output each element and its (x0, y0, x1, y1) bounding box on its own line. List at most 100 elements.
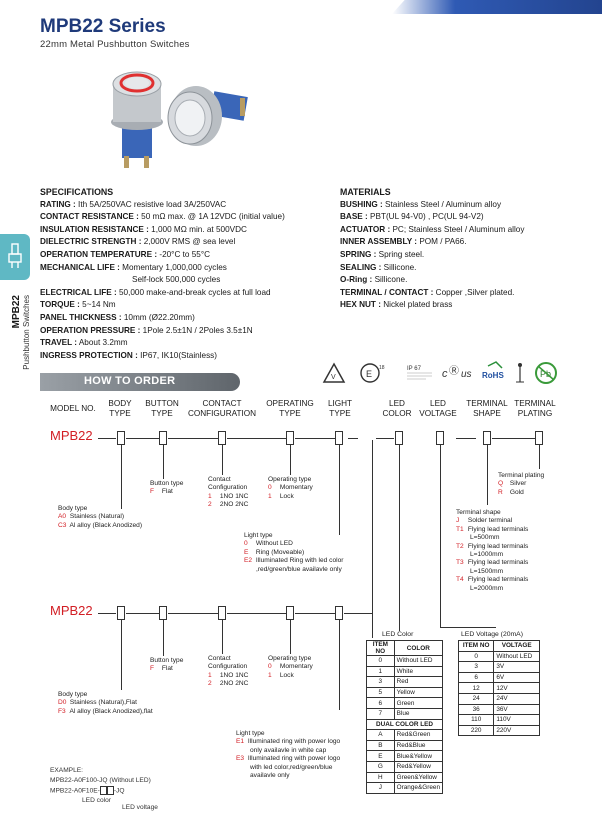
separator (168, 613, 218, 614)
specifications-label: RATING : (40, 199, 76, 209)
specifications-row: ELECTRICAL LIFE : 50,000 make-and-break … (40, 287, 340, 300)
body-type-box[interactable] (117, 431, 125, 445)
specifications-row: CONTACT RESISTANCE : 50 mΩ max. @ 1A 12V… (40, 211, 340, 224)
led-voltage-cell: 3 (457, 661, 495, 673)
pushbutton-icon (8, 243, 22, 268)
leader-line (121, 620, 122, 690)
operating-type-box-2[interactable] (286, 606, 294, 620)
product-photo (111, 71, 248, 168)
contact-config-box-2[interactable] (218, 606, 226, 620)
specifications-row: RATING : Ith 5A/250VAC resistive load 3A… (40, 199, 340, 212)
leader-line (399, 445, 400, 631)
led-voltage-cell: Without LED (493, 650, 540, 663)
dual-color-cell: Red&Green (393, 729, 444, 741)
svg-text:Pb: Pb (540, 369, 551, 379)
materials-label: INNER ASSEMBLY : (340, 237, 418, 247)
materials-row: ACTUATOR : PC; Stainless Steel / Aluminu… (340, 224, 590, 237)
operating-type-note: Operating type 0 Momentary 1 Lock (268, 476, 313, 500)
materials-label: SEALING : (340, 262, 382, 272)
operating-type-box[interactable] (286, 431, 294, 445)
dual-color-cell: G (366, 760, 395, 773)
separator (126, 613, 159, 614)
col-led-color: LED COLOR (382, 399, 412, 418)
led-voltage-box[interactable] (436, 431, 444, 445)
led-color-cell: 1 (366, 665, 395, 678)
leader-line (222, 445, 223, 475)
specifications-row: PANEL THICKNESS : 10mm (Ø22.20mm) (40, 312, 340, 325)
svg-text:c: c (442, 368, 448, 380)
separator (295, 613, 335, 614)
led-color-box[interactable] (395, 431, 403, 445)
led-voltage-cell: 110 (457, 714, 495, 726)
side-category: Pushbutton Switches (22, 295, 31, 370)
specifications-row: OPERATION PRESSURE : 1Pole 2.5±1N / 2Pol… (40, 325, 340, 338)
leader-line (290, 445, 291, 475)
leader-line (339, 445, 340, 535)
led-voltage-cell: 3V (493, 661, 540, 673)
materials-value: Sillicone. (381, 262, 417, 272)
led-voltage-cell: 110V (493, 714, 540, 726)
dual-color-cell: Blue&Yellow (393, 750, 444, 762)
materials-value: Stainless Steel / Aluminum alloy (382, 199, 502, 209)
terminal-shape-box[interactable] (483, 431, 491, 445)
specifications-label: OPERATION PRESSURE : (40, 325, 141, 335)
button-type-box[interactable] (159, 431, 167, 445)
side-series: MPB22 (11, 295, 22, 329)
top-band (0, 0, 602, 14)
materials-label: TERMINAL / CONTACT : (340, 287, 434, 297)
col-terminal-shape: TERMINAL SHAPE (466, 399, 508, 418)
specifications-label: CONTACT RESISTANCE : (40, 212, 139, 222)
svg-text:V: V (331, 374, 336, 381)
separator (168, 438, 218, 439)
body-type-box-2[interactable] (117, 606, 125, 620)
svg-text:IP 67: IP 67 (407, 366, 422, 372)
separator (227, 613, 286, 614)
specifications-value: 1Pole 2.5±1N / 2Poles 3.5±1N (140, 325, 253, 335)
materials-row: BUSHING : Stainless Steel / Aluminum all… (340, 199, 590, 212)
reach-icon (516, 363, 524, 383)
specifications-heading: SPECIFICATIONS (40, 187, 114, 197)
leader-line (163, 445, 164, 479)
contact-config-box[interactable] (218, 431, 226, 445)
leader-line (440, 627, 496, 628)
how-to-order-bar: HOW TO ORDER (40, 373, 240, 391)
light-type-box[interactable] (335, 431, 343, 445)
dual-color-cell: A (366, 729, 395, 741)
materials-row: SEALING : Sillicone. (340, 262, 590, 275)
series-title: MPB22 Series (40, 16, 166, 37)
contact-config-note: Contact Configuration 1 1NO 1NC 2 2NO 2N… (208, 476, 249, 509)
dual-color-cell: E (366, 750, 395, 762)
col-operating-type: OPERATING TYPE (266, 399, 314, 418)
example-line-2: MPB22-A0F10E--JQ (50, 786, 125, 795)
materials-label: BASE : (340, 212, 368, 222)
light-type-box-2[interactable] (335, 606, 343, 620)
separator (295, 438, 335, 439)
side-tab[interactable] (0, 234, 30, 280)
materials-row: TERMINAL / CONTACT : Copper ,Silver plat… (340, 287, 590, 300)
led-color-title: LED Color (382, 631, 414, 638)
led-voltage-header: VOLTAGE (493, 640, 540, 652)
specifications-label: TRAVEL : (40, 338, 77, 348)
button-type-box-2[interactable] (159, 606, 167, 620)
specifications-value: Ith 5A/250VAC resistive load 3A/250VAC (75, 199, 227, 209)
leader-line (487, 445, 488, 505)
led-color-cell: 0 (366, 655, 395, 667)
led-color-cell: White (393, 665, 444, 678)
terminal-plating-box[interactable] (535, 431, 543, 445)
dual-color-cell: Green&Yellow (393, 771, 444, 784)
light-type-note-1: Light type 0 Without LED E Ring (Moveabl… (244, 532, 344, 573)
led-voltage-cell: 6 (457, 671, 495, 684)
led-color-header: ITEM NO (366, 640, 395, 656)
triangle-mark-icon: V (322, 362, 346, 383)
separator (126, 438, 159, 439)
separator (344, 613, 372, 614)
led-color-cell: Green (393, 697, 444, 709)
example-line-1: MPB22-A0F100-JQ (Without LED) (50, 777, 151, 784)
side-label: MPB22 Pushbutton Switches (2, 295, 31, 395)
separator (98, 438, 116, 439)
